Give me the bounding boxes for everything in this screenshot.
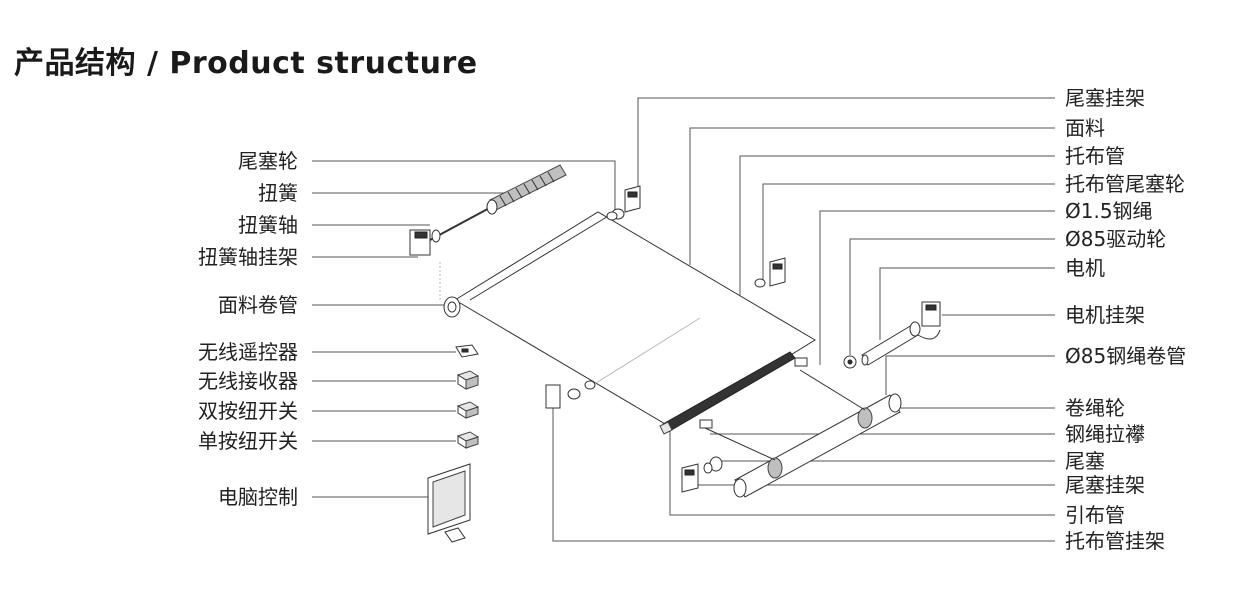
end-plug-bracket: [681, 463, 699, 493]
leader-support-tube-bracket: [552, 400, 1055, 542]
leader-lead-tube: [669, 430, 1055, 516]
computer-monitor-icon: [427, 463, 471, 543]
tail-plug-wheel: [606, 208, 625, 221]
rope-reel-tube: [733, 393, 902, 498]
label-drive-wheel: Ø85驱动轮: [1065, 227, 1167, 251]
leader-tail-plug-wheel: [312, 160, 616, 210]
double-switch-icon: [456, 401, 480, 419]
support-tube-bracket: [545, 380, 596, 409]
label-computer-control: 电脑控制: [218, 485, 298, 509]
end-plug: [703, 456, 723, 474]
label-reel-wheel: 卷绳轮: [1065, 396, 1125, 420]
rope-loops: [699, 357, 808, 429]
steel-ropes: [704, 369, 866, 461]
torsion-spring-assembly: [429, 164, 567, 243]
page-title: 产品结构 / Product structure: [14, 46, 478, 81]
label-fabric: 面料: [1065, 116, 1105, 140]
label-support-tube-plug-wheel: 托布管尾塞轮: [1065, 172, 1185, 196]
leader-steel-rope: [819, 210, 1055, 365]
leader-motor: [879, 267, 1055, 340]
motor-bracket: [921, 301, 941, 327]
label-support-tube: 托布管: [1065, 144, 1125, 168]
right-leader-lines: [552, 97, 1055, 542]
label-motor-bracket: 电机挂架: [1065, 303, 1145, 327]
label-spring-shaft: 扭簧轴: [238, 213, 298, 237]
receiver-icon: [456, 370, 480, 390]
label-wireless-remote: 无线遥控器: [198, 340, 298, 364]
fabric-roller-tube: [443, 296, 461, 318]
leader-tail-bracket-top: [637, 97, 1055, 188]
leader-rope-tube: [885, 355, 1055, 395]
label-torsion-spring: 扭簧: [258, 181, 298, 205]
motor: [861, 321, 941, 366]
tail-plug-bracket-top: [624, 185, 641, 213]
fabric-panel: [439, 211, 816, 429]
label-support-tube-bracket: 托布管挂架: [1065, 529, 1165, 553]
single-switch-icon: [456, 431, 480, 449]
leader-support-tube-plug: [762, 183, 1055, 280]
remote-control-icon: [455, 344, 479, 358]
drive-wheel: [843, 355, 857, 369]
label-wireless-receiver: 无线接收器: [198, 369, 298, 393]
label-motor: 电机: [1065, 256, 1105, 280]
label-rope-loop: 钢绳拉襻: [1065, 422, 1145, 446]
spring-shaft-bracket: [409, 229, 431, 256]
label-single-button-switch: 单按纽开关: [198, 429, 298, 453]
label-spring-shaft-bracket: 扭簧轴挂架: [198, 245, 298, 269]
label-rope-tube: Ø85钢绳卷管: [1065, 344, 1187, 368]
label-end-plug: 尾塞: [1065, 449, 1105, 473]
label-end-plug-bracket: 尾塞挂架: [1065, 473, 1145, 497]
leader-fabric: [689, 127, 1055, 265]
support-tube-parts: [754, 257, 786, 288]
label-tail-plug-wheel: 尾塞轮: [238, 149, 298, 173]
label-fabric-roller: 面料卷管: [218, 293, 298, 317]
label-tail-plug-bracket: 尾塞挂架: [1065, 86, 1145, 110]
label-steel-rope: Ø1.5钢绳: [1065, 199, 1153, 223]
label-lead-tube: 引布管: [1065, 503, 1125, 527]
label-double-button-switch: 双按纽开关: [198, 399, 298, 423]
leader-support-tube: [739, 155, 1055, 295]
leader-drive-wheel: [849, 238, 1055, 355]
left-leader-lines: [312, 160, 616, 498]
